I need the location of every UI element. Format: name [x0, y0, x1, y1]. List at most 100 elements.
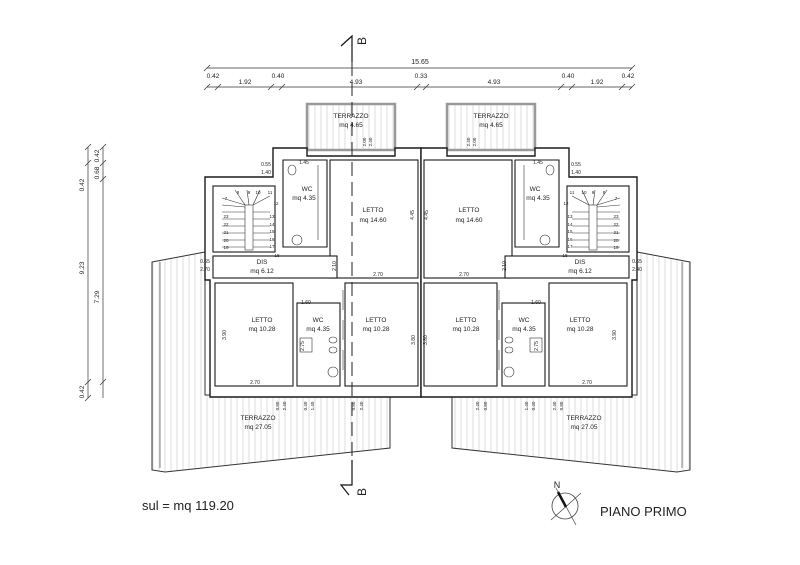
- left-stair-step-number: 18: [274, 253, 280, 258]
- left-letto-a-area: mq 10.28: [248, 326, 275, 333]
- left-dim-label: 0.80: [275, 401, 280, 410]
- right-letto-b-name: LETTO: [456, 317, 477, 324]
- left-dis-name: DIS: [257, 259, 269, 266]
- right-dis-name: DIS: [575, 259, 587, 266]
- section-label-bottom: B: [355, 488, 369, 496]
- left-dis-area: mq 6.12: [250, 268, 274, 275]
- left-wc-lower-area: mq 4.35: [306, 326, 330, 333]
- left-dim-label: 1.60: [301, 300, 311, 306]
- right-dim-label: 2.75: [534, 341, 540, 351]
- left-dim-label: 3.90: [222, 330, 228, 340]
- right-terrace-large-name: TERRAZZO: [566, 415, 601, 422]
- right-stair-step-number: 10: [581, 190, 587, 195]
- left-terrace-large-name: TERRAZZO: [240, 415, 275, 422]
- dimension-left-outer: 9.23: [79, 261, 86, 274]
- left-dim-label: 1.45: [299, 160, 309, 166]
- dimension-left-inner: 7.29: [94, 290, 101, 303]
- left-dim-label: 4.45: [410, 210, 416, 220]
- right-stair-step-number: 11: [570, 190, 575, 195]
- left-dim-label: 2.10: [332, 261, 338, 271]
- north-label: N: [554, 480, 561, 490]
- right-dim-label: 0.65: [632, 259, 642, 265]
- left-dim-label: 1.40: [261, 170, 271, 176]
- right-stair-step-number: 23: [613, 214, 619, 219]
- right-terrace-small-name: TERRAZZO: [473, 113, 508, 120]
- left-stair-step-number: 13: [269, 214, 275, 219]
- right-stair-step-number: 15: [567, 229, 573, 234]
- right-stair-step-number: 16: [567, 237, 573, 242]
- right-dim-label: 1.40: [571, 170, 581, 176]
- sul-area-label: sul = mq 119.20: [142, 498, 234, 513]
- right-stair-step-number: 18: [562, 253, 568, 258]
- left-dim-label: 2.70: [373, 272, 383, 278]
- left-stair-step-number: 16: [269, 237, 275, 242]
- right-wc-upper-name: WC: [530, 186, 541, 193]
- right-stair-step-number: 9: [592, 190, 595, 195]
- right-stair-step-number: 12: [563, 201, 569, 206]
- dimension-segment: 0.33: [415, 73, 428, 80]
- left-stair-step-number: 11: [268, 190, 273, 195]
- left-wc-upper-area: mq 4.35: [292, 195, 316, 202]
- left-letto-large-name: LETTO: [363, 207, 384, 214]
- left-stair-step-number: 21: [223, 230, 229, 235]
- left-dim-label: 2.70: [250, 380, 260, 386]
- left-dim-label: 2.00: [362, 137, 367, 146]
- right-dim-label: 1.40: [524, 401, 529, 410]
- dimension-segment: 4.93: [350, 79, 363, 86]
- section-marker-bottom: [339, 460, 353, 496]
- plan-title: PIANO PRIMO: [600, 504, 687, 519]
- left-letto-a-name: LETTO: [252, 317, 273, 324]
- left-stair-step-number: 23: [223, 214, 229, 219]
- left-stair-step-number: 7: [225, 196, 228, 201]
- right-dim-label: 1.60: [531, 300, 541, 306]
- dimension-segment: 0.40: [272, 73, 285, 80]
- left-stair-step-number: 22: [223, 222, 229, 227]
- left-stair-step-number: 8: [237, 190, 240, 195]
- right-letto-a-name: LETTO: [570, 317, 591, 324]
- dimension-left-inner: 0.68: [94, 166, 101, 179]
- left-dim-label: 3.80: [411, 335, 417, 345]
- right-dim-label: 2.00: [472, 137, 477, 146]
- right-dim-label: 2.40: [475, 401, 480, 410]
- left-dim-label: 0.55: [261, 162, 271, 168]
- left-dim-label: 0.80: [351, 401, 356, 410]
- left-stair-step-number: 17: [269, 244, 275, 249]
- dimension-total: 15.65: [411, 59, 429, 66]
- left-stair-step-number: 20: [223, 238, 229, 243]
- right-stair-step-number: 8: [603, 190, 606, 195]
- left-dim-label: 2.40: [368, 137, 373, 146]
- section-label-top: B: [355, 37, 369, 45]
- left-stair-step-number: 12: [273, 201, 279, 206]
- right-stair-step-number: 17: [567, 244, 573, 249]
- right-dim-label: 0.80: [559, 401, 564, 410]
- right-dim-label: 3.80: [423, 335, 429, 345]
- right-dim-label: 2.70: [459, 272, 469, 278]
- right-stair-step-number: 22: [613, 222, 619, 227]
- right-dim-label: 0.80: [483, 401, 488, 410]
- right-dim-label: 2.40: [466, 137, 471, 146]
- right-letto-large-area: mq 14.60: [455, 217, 482, 224]
- dimension-left-outer: 0.42: [79, 178, 86, 191]
- left-terrace-small-name: TERRAZZO: [333, 113, 368, 120]
- right-dim-label: 4.45: [424, 210, 430, 220]
- top-dimension-lines: [203, 64, 636, 91]
- right-letto-a-area: mq 10.28: [566, 326, 593, 333]
- left-stair-step-number: 19: [223, 245, 229, 250]
- left-wc-lower-name: WC: [313, 317, 324, 324]
- left-dim-label: 2.40: [282, 401, 287, 410]
- right-dim-label: 2.40: [552, 401, 557, 410]
- right-dim-label: 3.90: [612, 330, 618, 340]
- dimension-segment: 1.92: [239, 79, 252, 86]
- dimension-left-outer: 0.42: [79, 385, 86, 398]
- left-dim-label: 2.75: [300, 341, 306, 351]
- right-dis-area: mq 6.12: [568, 268, 592, 275]
- unit-right: [419, 102, 692, 474]
- left-dim-label: 2.40: [359, 401, 364, 410]
- right-wc-lower-name: WC: [519, 317, 530, 324]
- left-dim-label: 1.40: [310, 401, 315, 410]
- left-stair-step-number: 15: [269, 229, 275, 234]
- right-dim-label: 1.45: [533, 160, 543, 166]
- right-letto-b-area: mq 10.28: [452, 326, 479, 333]
- left-letto-large-area: mq 14.60: [359, 217, 386, 224]
